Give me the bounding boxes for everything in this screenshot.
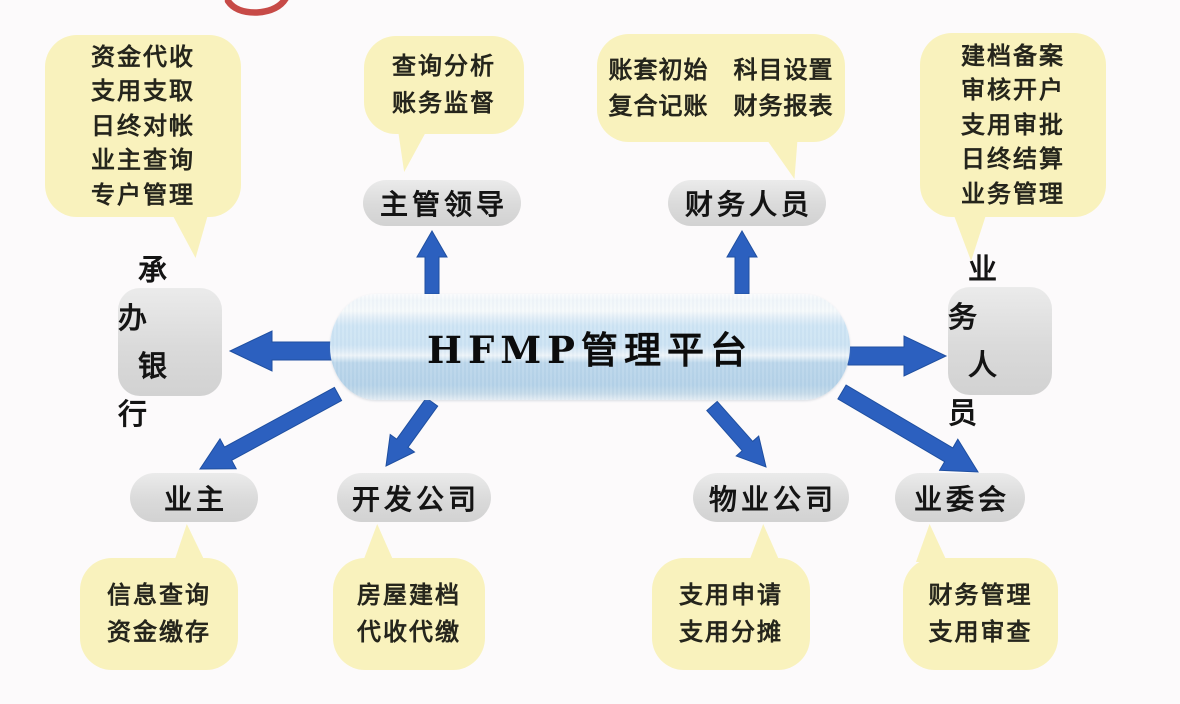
arrow-platform-to-business [847, 335, 948, 377]
bubble-owner-functions: 信息查询 资金缴存 [80, 558, 238, 670]
arrow-platform-to-property [706, 400, 767, 468]
cropped-red-glyph [224, 0, 289, 16]
arrow-platform-to-developer [385, 397, 439, 467]
bubble-line: 支用申请 [679, 581, 783, 609]
node-label: 业主 [163, 482, 228, 516]
bubble-line: 专户管理 [91, 180, 195, 209]
node-label: 主管领导 [379, 188, 508, 221]
bubble-line: 日终结算 [961, 145, 1065, 174]
bubble-line: 资金缴存 [107, 618, 211, 646]
bubble-leader-functions: 查询分析 账务监督 [364, 36, 524, 134]
bubble-line: 房屋建档 [357, 581, 461, 609]
node-business: 业务 人员 [948, 252, 1052, 430]
bubble-finance-functions: 账套初始 科目设置 复合记账 财务报表 [597, 34, 845, 142]
arrow-platform-to-bank [228, 330, 333, 372]
bubble-line: 业主查询 [91, 146, 195, 175]
bubble-developer-functions: 房屋建档 代收代缴 [333, 558, 485, 670]
bubble-line: 账务监督 [392, 89, 496, 117]
bubble-line: 支用审批 [961, 110, 1065, 139]
bubble-line: 信息查询 [107, 581, 211, 609]
platform-cylinder: HFMP管理平台 [330, 294, 850, 400]
bubble-line: 日终对帐 [91, 111, 195, 140]
node-label: 开发公司 [351, 482, 480, 516]
node-bank: 承办 银行 [118, 253, 222, 431]
node-committee: 业委会 [895, 473, 1025, 522]
bubble-line: 财务管理 [928, 581, 1033, 609]
node-finance: 财务人员 [668, 180, 826, 226]
node-label: 业务 [948, 252, 1018, 334]
node-property: 物业公司 [693, 473, 849, 522]
bubble-business-functions: 建档备案 审核开户 支用审批 日终结算 业务管理 [920, 33, 1106, 217]
bubble-line: 资金代收 [91, 42, 195, 71]
bubble-bank-functions: 资金代收 支用支取 日终对帐 业主查询 专户管理 [45, 35, 241, 217]
bubble-property-functions: 支用申请 支用分摊 [652, 558, 810, 670]
node-label: 银行 [118, 349, 188, 431]
arrow-platform-to-leader [416, 229, 448, 295]
bubble-line: 支用分摊 [679, 618, 783, 646]
node-developer: 开发公司 [337, 473, 491, 522]
node-label: 物业公司 [708, 482, 837, 516]
bubble-line: 账套初始 科目设置 [608, 56, 834, 84]
platform-title: HFMP管理平台 [426, 328, 753, 372]
node-label: 财务人员 [684, 188, 813, 221]
arrow-platform-to-committee [837, 384, 979, 473]
bubble-line: 业务管理 [961, 179, 1065, 208]
bubble-line: 查询分析 [392, 52, 496, 80]
bubble-line: 复合记账 财务报表 [608, 92, 834, 120]
node-leader: 主管领导 [363, 180, 521, 226]
bubble-line: 代收代缴 [357, 618, 461, 646]
node-label: 业委会 [913, 482, 1010, 516]
bubble-line: 支用支取 [91, 77, 195, 106]
bubble-line: 审核开户 [961, 76, 1065, 105]
bubble-committee-functions: 财务管理 支用审查 [903, 558, 1058, 670]
node-label: 承办 [118, 253, 188, 335]
node-owner: 业主 [130, 473, 258, 522]
node-label: 人员 [948, 348, 1018, 430]
bubble-line: 建档备案 [961, 41, 1065, 70]
bubble-line: 支用审查 [928, 618, 1033, 646]
arrow-platform-to-finance [726, 229, 758, 295]
arrow-platform-to-owner [199, 386, 343, 470]
